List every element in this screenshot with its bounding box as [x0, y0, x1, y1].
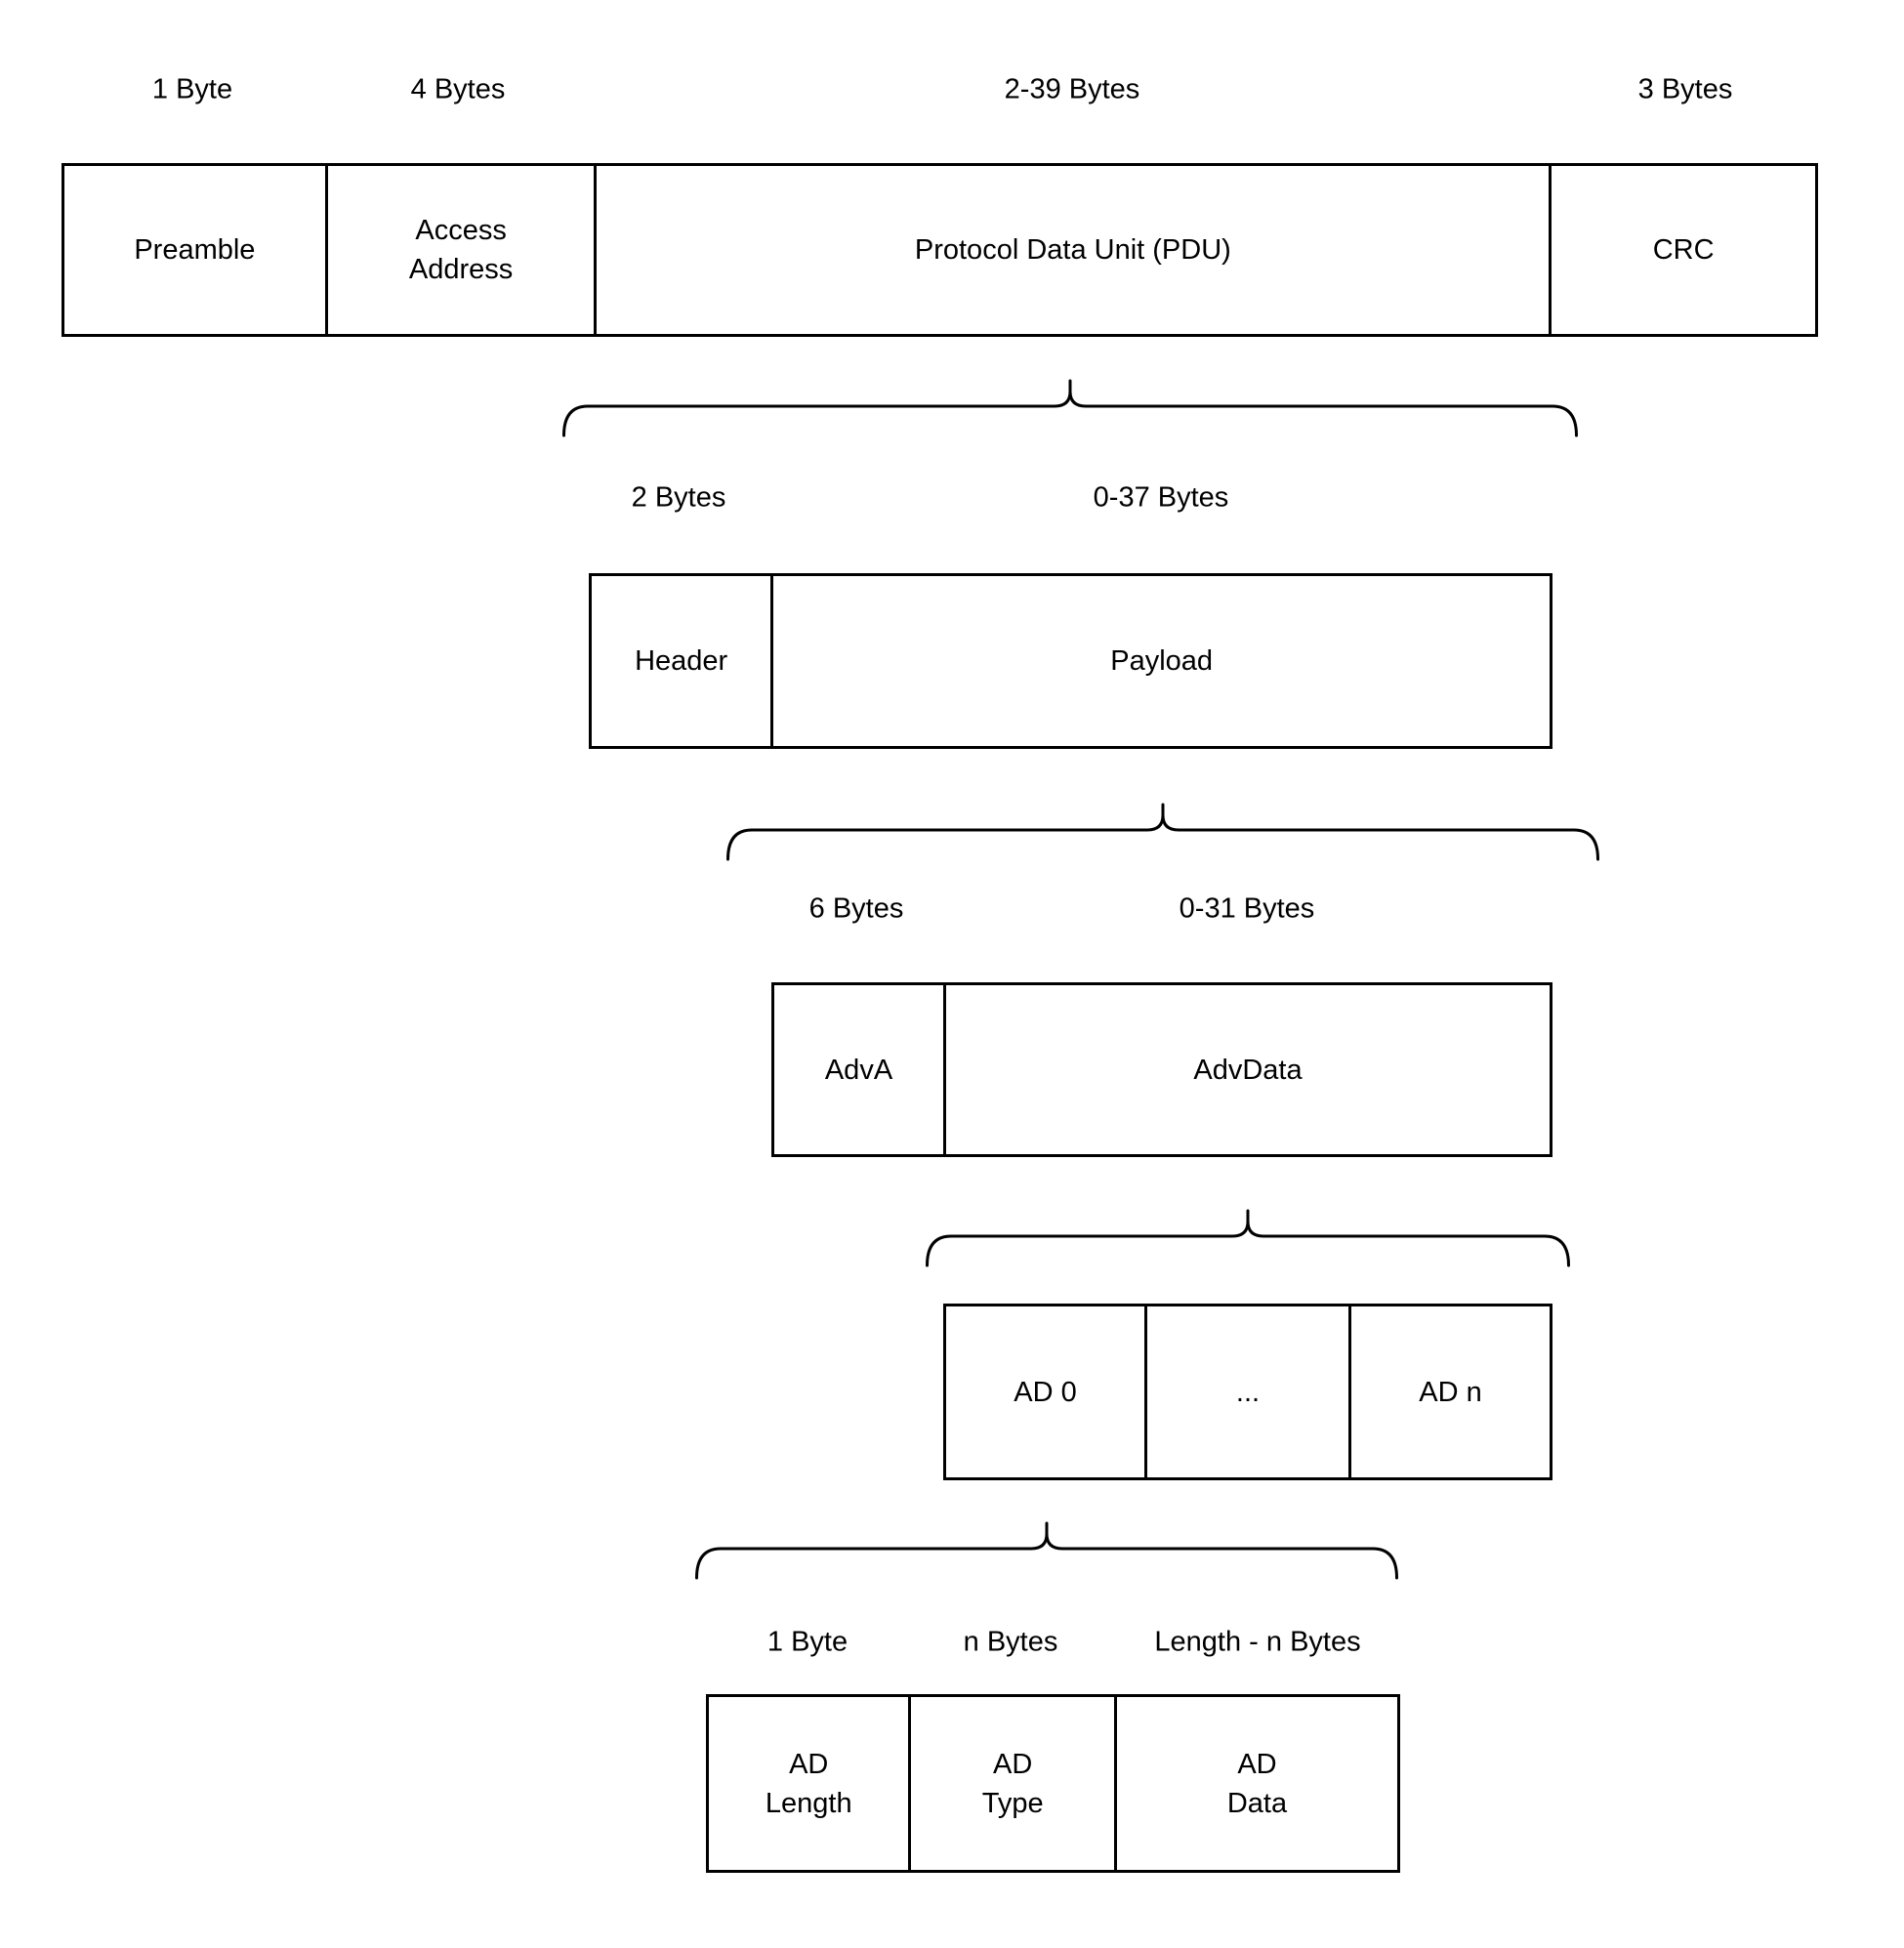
cell-crc: CRC [1549, 166, 1815, 334]
cell-ad-data: AD Data [1113, 1697, 1397, 1870]
size-label-advdata: 0-31 Bytes [1179, 892, 1315, 925]
size-label-ad-data: Length - n Bytes [1154, 1626, 1361, 1658]
cell-ad-0: AD 0 [1014, 1376, 1077, 1408]
cell-access-address: Access Address [324, 166, 595, 334]
brace-advdata-expansion [926, 1209, 1570, 1267]
cell-preamble: Preamble [134, 234, 256, 266]
size-label-adva: 6 Bytes [808, 892, 904, 925]
brace-pdu-expansion [562, 379, 1578, 437]
cell-ad-n: AD n [1347, 1306, 1550, 1477]
row-ad-structure: AD Length AD Type AD Data [706, 1694, 1400, 1873]
cell-ad-type: AD Type [908, 1697, 1113, 1870]
size-label-access-address: 4 Bytes [410, 73, 506, 105]
cell-ad-ellipsis: ... [1144, 1306, 1348, 1477]
row-payload: AdvA AdvData [771, 982, 1552, 1157]
cell-payload: Payload [770, 576, 1550, 746]
cell-ad-length: AD Length [765, 1748, 852, 1819]
cell-header: Header [635, 645, 728, 677]
size-label-header: 2 Bytes [631, 481, 726, 514]
brace-payload-expansion [726, 803, 1599, 861]
row-advdata: AD 0 ... AD n [943, 1304, 1552, 1480]
size-label-ad-length: 1 Byte [766, 1626, 849, 1658]
cell-advdata: AdvData [943, 985, 1550, 1154]
cell-pdu: Protocol Data Unit (PDU) [594, 166, 1549, 334]
row-pdu: Header Payload [589, 573, 1552, 749]
brace-ad0-expansion [695, 1521, 1398, 1580]
cell-adva: AdvA [824, 1054, 893, 1086]
size-label-pdu: 2-39 Bytes [1004, 73, 1140, 105]
row-packet: Preamble Access Address Protocol Data Un… [62, 163, 1818, 337]
size-label-preamble: 1 Byte [151, 73, 233, 105]
size-label-payload: 0-37 Bytes [1093, 481, 1229, 514]
size-label-crc: 3 Bytes [1637, 73, 1733, 105]
size-label-ad-type: n Bytes [963, 1626, 1058, 1658]
